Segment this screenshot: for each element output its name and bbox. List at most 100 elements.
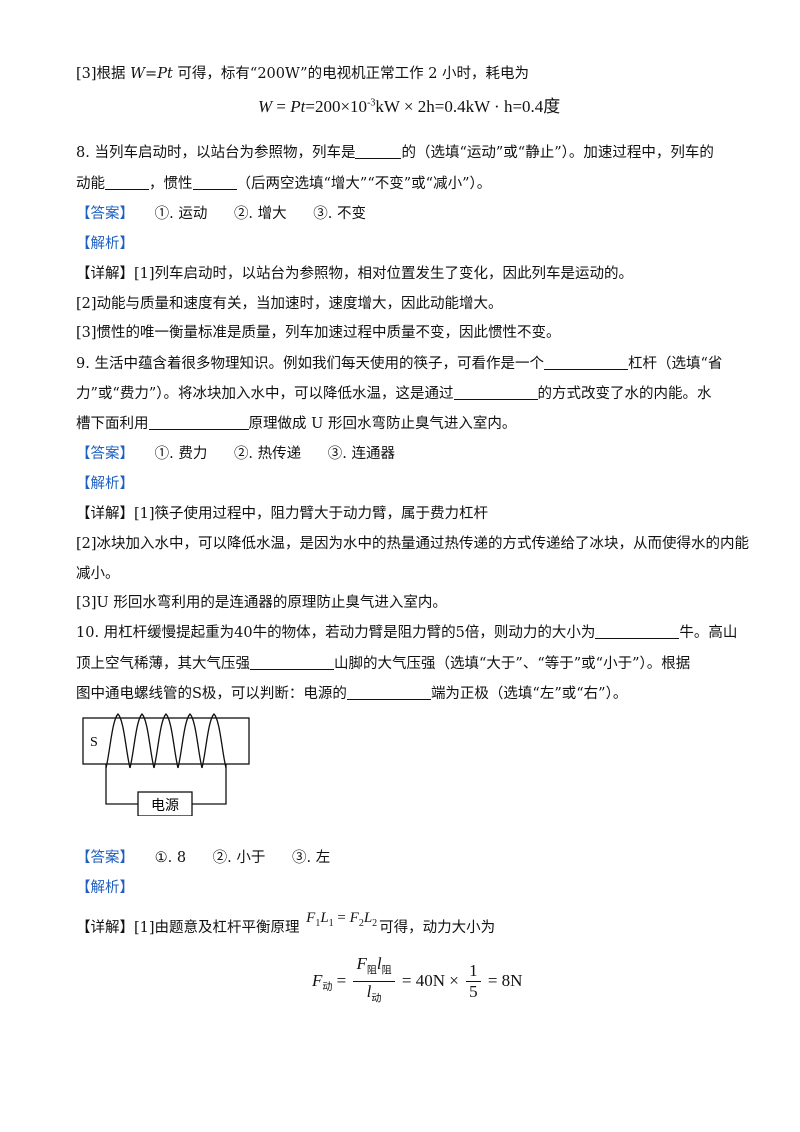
coil-turn xyxy=(153,713,179,769)
q10-answer: 【答案】 ①. 8 ②. 小于 ③. 左 xyxy=(76,848,730,868)
text: 的方式改变了水的内能。水 xyxy=(537,386,712,402)
formula-part: = xyxy=(333,910,350,926)
p1-line1: [3]根据 W=Pt 可得，标有“200W”的电视机正常工作 2 小时，耗电为 xyxy=(76,64,730,84)
text: 动能 xyxy=(76,176,105,192)
detail-tag: 【详解】 xyxy=(76,920,134,936)
text: [1]筷子使用过程中，阻力臂大于动力臂，属于费力杠杆 xyxy=(134,506,489,522)
q9-analysis: 【解析】 xyxy=(76,474,730,494)
text: （后两空选填“增大”“不变”或“减小”）。 xyxy=(236,176,492,192)
answer-tag: 【答案】 xyxy=(76,446,134,462)
answer-item: ①. 费力 xyxy=(154,446,208,462)
q8-detail2: [2]动能与质量和速度有关，当加速时，速度增大，因此动能增大。 xyxy=(76,294,730,314)
formula-sub: 2 xyxy=(358,918,364,929)
formula-part: Pt xyxy=(290,97,306,116)
q9-detail3: [3]U 形回水弯利用的是连通器的原理防止臭气进入室内。 xyxy=(76,593,730,613)
answer-tag: 【答案】 xyxy=(76,850,134,866)
coil-turn xyxy=(129,713,155,769)
power-source-label: 电源 xyxy=(151,798,179,814)
answer-item: ①. 8 xyxy=(154,850,187,866)
answer-blank xyxy=(543,355,628,370)
s-pole-label: S xyxy=(90,735,98,750)
q9-line3: 槽下面利用原理做成 U 形回水弯防止臭气进入室内。 xyxy=(76,414,730,434)
text: 力”或“费力”）。将冰块加入水中，可以降低水温，这是通过 xyxy=(76,386,454,402)
analysis-tag: 【解析】 xyxy=(76,880,134,896)
text: [2]冰块加入水中，可以降低水温，是因为水中的热量通过热传递的方式传递给了冰块，… xyxy=(76,536,750,552)
coil-turn xyxy=(201,713,227,769)
text: 可得，动力大小为 xyxy=(379,920,496,936)
solenoid-circuit-diagram: S 电源 xyxy=(82,713,250,816)
answer-blank xyxy=(148,415,249,430)
text: [1]由题意及杠杆平衡原理 xyxy=(134,920,300,936)
lever-balance-formula: F1L1 = F2L2 xyxy=(306,910,377,929)
text: 10. 用杠杆缓慢提起重为40牛的物体，若动力臂是阻力臂的5倍，则动力的大小为 xyxy=(76,625,596,641)
q8-line2: 动能 ，惯性 （后两空选填“增大”“不变”或“减小”）。 xyxy=(76,174,730,194)
solenoid-core xyxy=(82,717,250,765)
text: 的（选填“运动”或“静止”）。加速过程中，列车的 xyxy=(401,145,714,161)
text: 原理做成 U 形回水弯防止臭气进入室内。 xyxy=(248,416,517,432)
text: 可得，标有“200W”的电视机正常工作 2 小时，耗电为 xyxy=(172,66,530,82)
q9-line1: 9. 生活中蕴含着很多物理知识。例如我们每天使用的筷子，可看作是一个杠杆（选填“… xyxy=(76,354,730,374)
answer-tag: 【答案】 xyxy=(76,206,134,222)
formula-part: F xyxy=(306,910,316,926)
coil-turn xyxy=(177,713,203,769)
formula-sub: 阻 xyxy=(381,965,392,977)
q10-analysis: 【解析】 xyxy=(76,878,730,898)
formula-sub: 1 xyxy=(328,918,334,929)
formula-sub: 动 xyxy=(371,993,382,1005)
q8-answer: 【答案】 ①. 运动 ②. 增大 ③. 不变 xyxy=(76,204,730,224)
text: 端为正极（选填“左”或“右”）。 xyxy=(430,686,628,702)
q8-line1: 8. 当列车启动时，以站台为参照物，列车是的（选填“运动”或“静止”）。加速过程… xyxy=(76,143,730,163)
q8-detail3: [3]惯性的唯一衡量标准是质量，列车加速过程中质量不变，因此惯性不变。 xyxy=(76,323,730,343)
formula-sub: 1 xyxy=(315,918,321,929)
answer-item: ③. 左 xyxy=(292,850,331,866)
coil-turn xyxy=(105,713,131,769)
fraction-numerator: F阻l阻 xyxy=(353,954,395,983)
formula-part: L xyxy=(363,910,373,926)
text: ，惯性 xyxy=(149,176,193,192)
text: [3]U 形回水弯利用的是连通器的原理防止臭气进入室内。 xyxy=(76,595,447,611)
q9-answer: 【答案】 ①. 费力 ②. 热传递 ③. 连通器 xyxy=(76,444,730,464)
formula-part: l xyxy=(366,982,372,1002)
answer-item: ②. 增大 xyxy=(233,206,287,222)
answer-blank xyxy=(595,624,680,639)
answer-blank xyxy=(250,655,334,670)
wire-right xyxy=(192,764,227,805)
answer-item: ①. 运动 xyxy=(154,206,208,222)
answer-item: ③. 不变 xyxy=(313,206,366,222)
q9-line2: 力”或“费力”）。将冰块加入水中，可以降低水温，这是通过 的方式改变了水的内能。水 xyxy=(76,384,730,404)
formula-part: = 40N × xyxy=(397,970,464,990)
q8-analysis: 【解析】 xyxy=(76,234,730,254)
formula-part: = 8N xyxy=(483,970,523,990)
text: [2]动能与质量和速度有关，当加速时，速度增大，因此动能增大。 xyxy=(76,296,503,312)
solenoid-coil xyxy=(105,713,227,769)
formula-part: l xyxy=(376,954,382,973)
text: 图中通电螺线管的S极，可以判断：电源的 xyxy=(76,686,347,702)
fraction-denominator: 5 xyxy=(469,982,478,1002)
q9-detail2a: [2]冰块加入水中，可以降低水温，是因为水中的热量通过热传递的方式传递给了冰块，… xyxy=(76,534,749,554)
q9-detail1: 【详解】[1]筷子使用过程中，阻力臂大于动力臂，属于费力杠杆 xyxy=(76,504,730,524)
formula-exponent: -3 xyxy=(367,97,376,109)
answer-blank xyxy=(453,385,538,400)
fraction-denominator: l动 xyxy=(353,982,394,1009)
q10-line2: 顶上空气稀薄，其大气压强山脚的大气压强（选填“大于”、“等于”或“小于”）。根据 xyxy=(76,654,730,674)
formula-part: = xyxy=(272,97,291,116)
formula-part: F xyxy=(356,954,367,973)
text: [3]根据 xyxy=(76,66,131,82)
p1-formula: W = Pt=200×10-3kW × 2h=0.4kW · h=0.4度 xyxy=(258,92,560,117)
formula-part: W xyxy=(258,97,273,116)
formula-fraction: F阻l阻 l动 xyxy=(353,954,395,1010)
formula-sub: 阻 xyxy=(366,965,377,977)
q9-detail2b: 减小。 xyxy=(76,564,730,584)
formula-part: =200×10 xyxy=(305,97,368,116)
power-source-box xyxy=(137,791,193,816)
text: 减小。 xyxy=(76,566,120,582)
q8-detail1: 【详解】[1]列车启动时，以站台为参照物，相对位置发生了变化，因此列车是运动的。 xyxy=(76,264,730,284)
wire-left xyxy=(105,764,138,805)
fraction-numerator: 1 xyxy=(466,961,481,983)
text: 杠杆（选填“省 xyxy=(627,356,723,372)
answer-blank xyxy=(355,144,402,159)
answer-item: ③. 连通器 xyxy=(327,446,395,462)
formula-inline: W=Pt xyxy=(130,66,173,82)
